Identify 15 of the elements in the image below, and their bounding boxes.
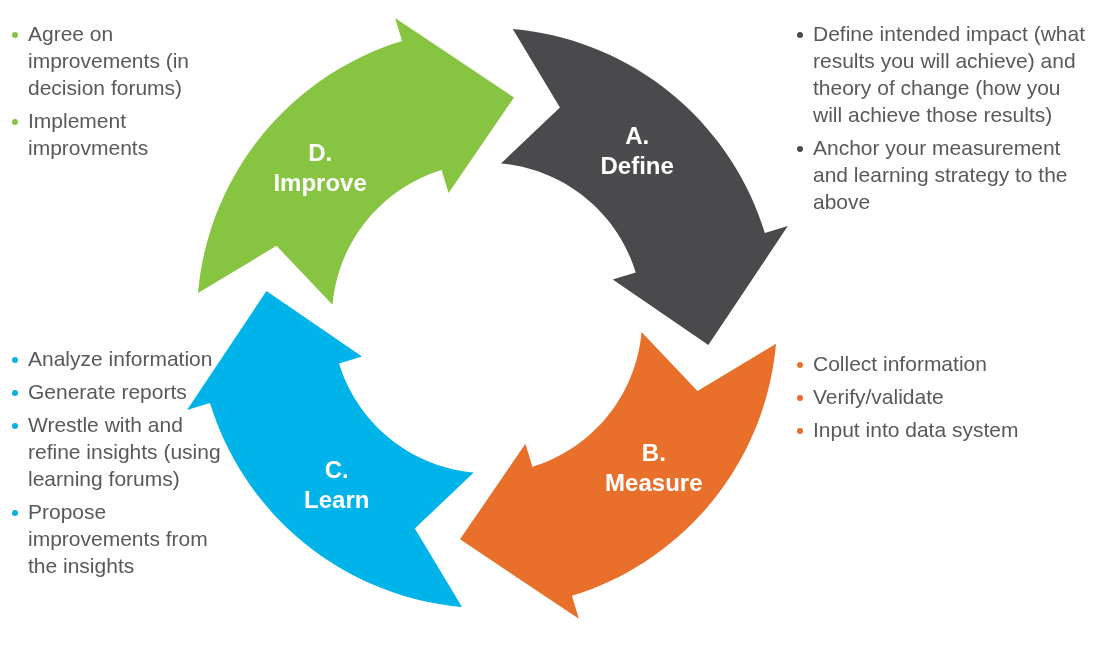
bullet-text: Analyze information (28, 347, 213, 370)
bullet-text: Verify/validate (813, 385, 944, 408)
bullet-text: Wrestle with and refine insights (using learning forums) (28, 413, 221, 490)
bullet-text: Anchor your measurement and learning strategy to the above (813, 136, 1068, 213)
stage-label: B. Measure (604, 438, 704, 499)
stage-label: A. Define (599, 121, 675, 182)
bullet-text: Input into data system (813, 418, 1019, 441)
bullet-text: Agree on improvements (in decision forums) (28, 22, 190, 99)
bullet-text: Generate reports (28, 380, 187, 403)
bullet-text: Implement improvments (28, 109, 149, 159)
stage-label: C. Learn (303, 454, 371, 515)
stage-label: D. Improve (272, 137, 368, 198)
bullet-text: Collect information (813, 352, 987, 375)
bullet-text: Define intended impact (what results you will achieve) and theory of change (how you will achieve those results) (813, 22, 1085, 126)
bullet-text: Propose improvements from the insights (28, 500, 208, 577)
